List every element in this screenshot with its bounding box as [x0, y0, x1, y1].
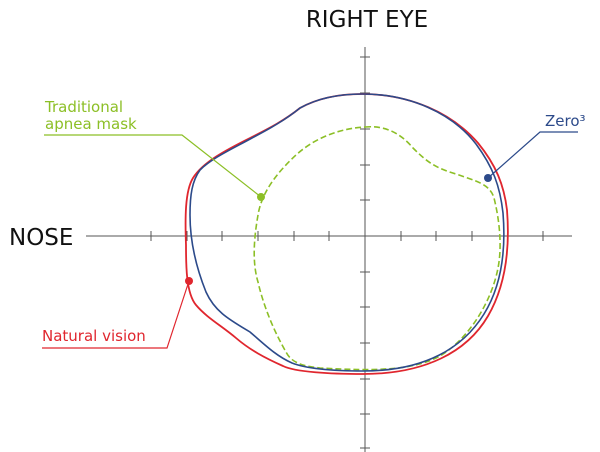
zero3-callout: Zero³ [484, 112, 586, 182]
traditional-label-line-1: Traditional [44, 98, 123, 116]
vertical-axis-ticks [360, 56, 370, 449]
diagram-title: RIGHT EYE [306, 7, 428, 33]
nose-label: NOSE [9, 225, 73, 251]
traditional-callout: Traditional apnea mask [44, 98, 265, 201]
natural-marker [185, 277, 193, 285]
traditional-leader-line [44, 134, 262, 198]
zero3-label: Zero³ [545, 112, 586, 130]
natural-vision-curve [184, 93, 509, 375]
traditional-mask-curve [253, 125, 501, 371]
natural-label: Natural vision [42, 327, 146, 345]
axes [86, 47, 572, 452]
natural-leader-line [42, 280, 190, 349]
zero3-leader-line [487, 131, 578, 179]
natural-callout: Natural vision [42, 277, 193, 349]
zero3-marker [484, 174, 492, 182]
traditional-label-line-2: apnea mask [45, 115, 137, 133]
traditional-marker [257, 193, 265, 201]
zero3-curve [189, 93, 505, 372]
traditional-label: Traditional apnea mask [44, 98, 137, 133]
